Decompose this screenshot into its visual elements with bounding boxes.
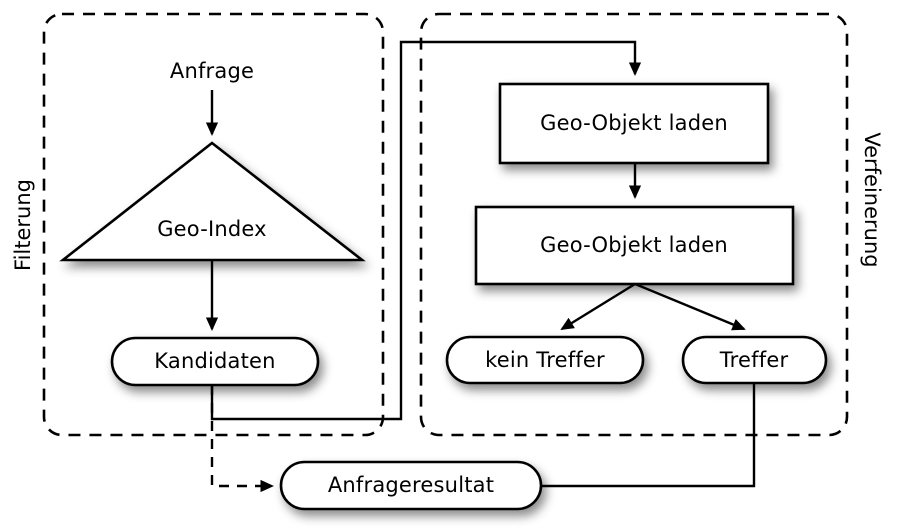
node-geo-index-shape[interactable] bbox=[59, 141, 366, 262]
node-treffer[interactable]: Treffer bbox=[681, 335, 828, 385]
node-kandidaten[interactable]: Kandidaten bbox=[110, 336, 320, 387]
node-geo-objekt-laden-1-label: Geo-Objekt laden bbox=[540, 111, 728, 135]
node-geo-objekt-laden-2-shape[interactable] bbox=[474, 205, 795, 286]
node-anfrage-label: Anfrage bbox=[170, 59, 254, 83]
node-geo-index-label: Geo-Index bbox=[157, 217, 267, 241]
edge-treffer-to-anfrageresultat bbox=[541, 383, 756, 488]
node-geo-objekt-laden-1-shape[interactable] bbox=[498, 82, 770, 165]
node-treffer-shape[interactable] bbox=[681, 335, 828, 385]
edge-geo-objekt-laden-2-to-kein-treffer bbox=[560, 282, 636, 331]
node-kein-treffer-shape[interactable] bbox=[445, 335, 645, 385]
node-anfrage: Anfrage bbox=[170, 59, 254, 83]
node-treffer-label: Treffer bbox=[719, 348, 789, 372]
edge-geo-objekt-laden-2-to-treffer bbox=[634, 282, 746, 331]
edge-kandidaten-to-geo-objekt-laden-1 bbox=[210, 40, 642, 421]
node-anfrageresultat-shape[interactable] bbox=[279, 460, 543, 511]
group-verfeinerung-border bbox=[419, 12, 849, 437]
group-verfeinerung-label: Verfeinerung bbox=[860, 132, 884, 267]
group-filterung: Filterung bbox=[11, 12, 385, 437]
node-kandidaten-shape[interactable] bbox=[110, 336, 320, 387]
node-anfrageresultat-label: Anfrageresultat bbox=[328, 473, 494, 497]
node-anfrageresultat[interactable]: Anfrageresultat bbox=[279, 460, 543, 511]
node-kein-treffer-label: kein Treffer bbox=[485, 348, 605, 372]
node-geo-objekt-laden-1[interactable]: Geo-Objekt laden bbox=[498, 82, 770, 165]
node-kandidaten-label: Kandidaten bbox=[154, 349, 275, 373]
node-geo-index[interactable]: Geo-Index bbox=[59, 141, 366, 262]
group-verfeinerung: Verfeinerung bbox=[419, 12, 884, 437]
node-kein-treffer[interactable]: kein Treffer bbox=[445, 335, 645, 385]
node-geo-objekt-laden-2[interactable]: Geo-Objekt laden bbox=[474, 205, 795, 286]
group-filterung-label: Filterung bbox=[11, 179, 35, 271]
node-geo-objekt-laden-2-label: Geo-Objekt laden bbox=[540, 233, 728, 257]
group-filterung-border bbox=[42, 12, 385, 437]
